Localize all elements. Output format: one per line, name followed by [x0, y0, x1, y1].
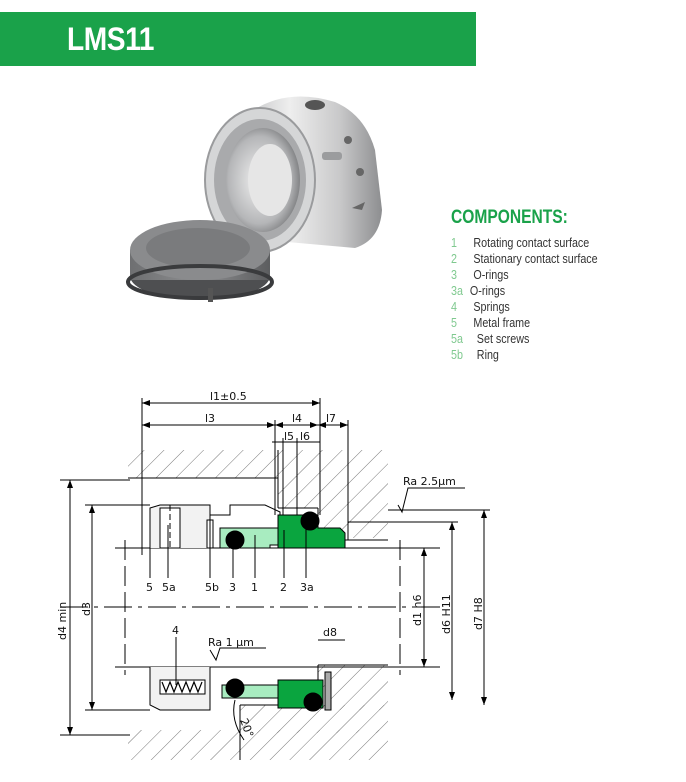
component-number: 1	[451, 236, 457, 250]
component-label: Stationary contact surface	[473, 252, 598, 266]
component-label: O-rings	[473, 268, 509, 282]
part-label-3a: 3a	[300, 581, 314, 594]
components-list: 1 Rotating contact surface 2 Stationary co…	[451, 235, 681, 363]
dim-d4: d4 min	[56, 602, 69, 640]
part-label-5b: 5b	[205, 581, 219, 594]
component-label: Rotating contact surface	[473, 236, 590, 250]
component-number: 5	[451, 316, 457, 330]
list-item: 5 Metal frame	[451, 315, 649, 331]
component-number: 2	[451, 252, 457, 266]
technical-drawing: l1±0.5 l3 l4 l7 l5 l6 Ra 2.5µm Ra 1 µm d…	[56, 390, 490, 760]
component-label: Springs	[473, 300, 510, 314]
dim-d6: d6 H11	[440, 594, 453, 634]
ra-top: Ra 2.5µm	[403, 475, 456, 488]
component-label: O-rings	[469, 284, 506, 298]
component-number: 3a	[451, 284, 463, 298]
component-number: 3	[451, 268, 457, 282]
list-item: 2 Stationary contact surface	[451, 251, 649, 267]
part-label-4: 4	[172, 624, 179, 637]
list-item: 3 O-rings	[451, 267, 649, 283]
dim-d8: d8	[323, 626, 337, 639]
list-item: 5a Set screws	[451, 331, 649, 347]
component-number: 4	[451, 300, 457, 314]
product-title: LMS11	[67, 21, 155, 57]
part-label-5: 5	[146, 581, 153, 594]
dim-l4: l4	[292, 412, 302, 425]
ra-bottom: Ra 1 µm	[208, 636, 254, 649]
product-photo	[126, 96, 382, 302]
component-label: Set screws	[476, 332, 530, 346]
angle-20: 20°	[237, 717, 256, 740]
part-label-3: 3	[229, 581, 236, 594]
list-item: 1 Rotating contact surface	[451, 235, 649, 251]
list-item: 4 Springs	[451, 299, 649, 315]
part-label-5a: 5a	[162, 581, 176, 594]
dim-l7: l7	[326, 412, 336, 425]
dim-l6: l6	[300, 430, 310, 443]
list-item: 5b Ring	[451, 347, 649, 363]
component-label: Metal frame	[473, 316, 531, 330]
component-number: 5b	[451, 348, 463, 362]
dim-l1: l1±0.5	[210, 390, 247, 403]
dim-l5: l5	[284, 430, 294, 443]
components-heading: COMPONENTS:	[451, 207, 568, 228]
component-label: Ring	[476, 348, 499, 362]
part-label-1: 1	[251, 581, 258, 594]
part-label-2: 2	[280, 581, 287, 594]
list-item: 3a O-rings	[451, 283, 649, 299]
title-banner: LMS11	[0, 12, 476, 66]
dim-l3: l3	[205, 412, 215, 425]
dim-d7: d7 H8	[472, 597, 485, 630]
dim-d3: d3	[80, 602, 93, 616]
dim-d1: d1 h6	[411, 595, 424, 626]
component-number: 5a	[451, 332, 463, 346]
